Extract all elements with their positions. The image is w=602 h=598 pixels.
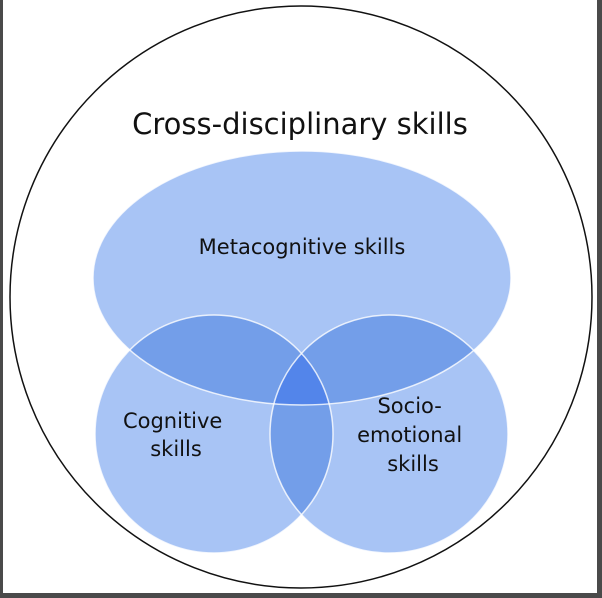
cognitive-label: Cognitive skills	[123, 409, 229, 461]
cognitive-label-line-2: skills	[150, 437, 202, 461]
frame-right-edge	[597, 0, 602, 598]
cognitive-label-line-1: Cognitive	[123, 409, 222, 433]
cognitive-outline	[94, 314, 334, 554]
socio-emotional-label-line-2: emotional	[357, 423, 462, 447]
socio-emotional-label-line-3: skills	[387, 452, 439, 476]
frame-bottom-edge	[0, 593, 602, 598]
metacognitive-label: Metacognitive skills	[199, 235, 406, 259]
socio-emotional-label: Socio- emotional skills	[357, 394, 469, 476]
outer-circle	[9, 5, 593, 589]
socio-emotional-outline	[269, 314, 509, 554]
frame-left-edge	[0, 0, 3, 598]
metacognitive-outline	[92, 150, 512, 406]
diagram-title: Cross-disciplinary skills	[132, 107, 468, 141]
socio-emotional-label-line-1: Socio-	[377, 394, 441, 418]
